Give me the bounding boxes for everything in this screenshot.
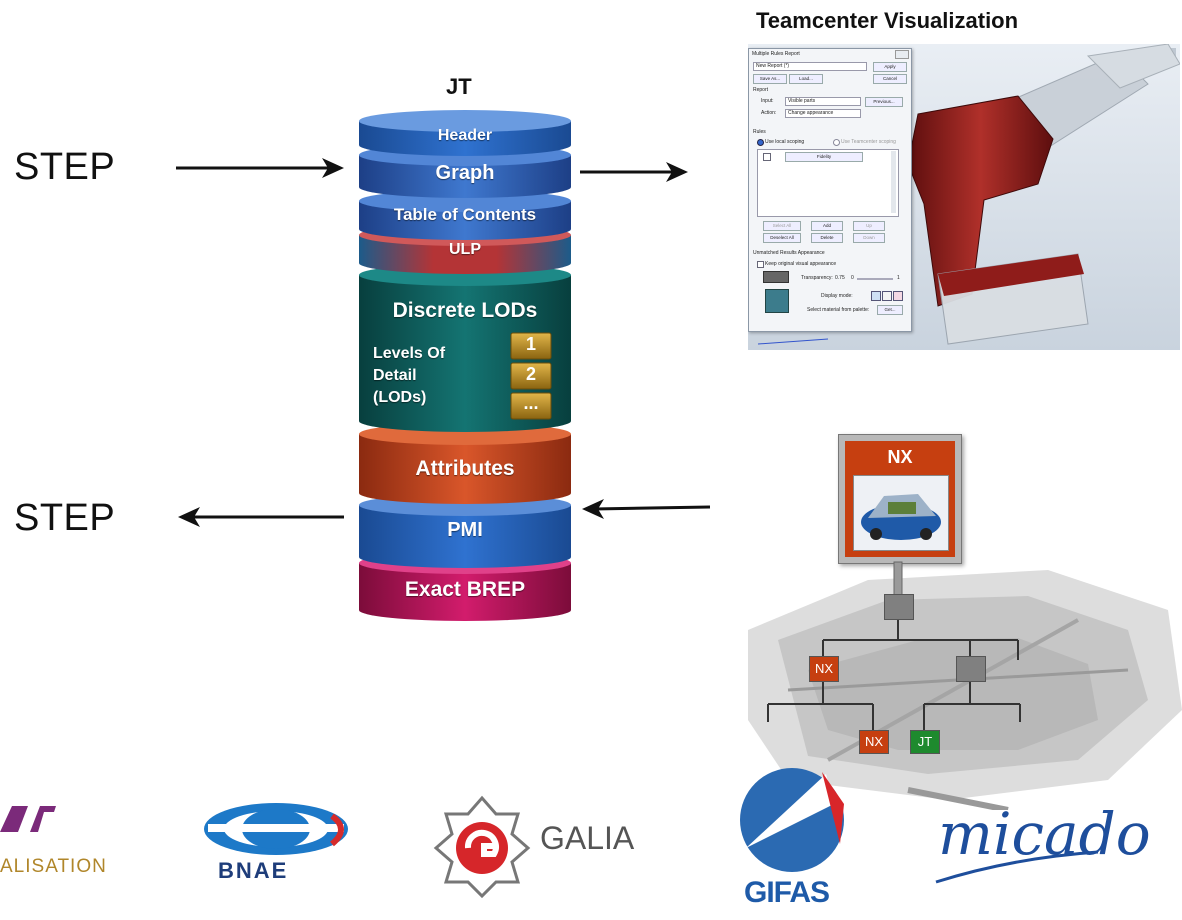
galia-logo-text: GALIA: [540, 820, 635, 856]
transparency-label: Transparency:: [801, 275, 833, 281]
graph-label: Graph: [435, 162, 495, 184]
teamcenter-screenshot: Multiple Rules Report New Report (*) App…: [748, 44, 1180, 350]
load-button[interactable]: Load...: [789, 74, 823, 84]
discrete-lods-label: Discrete LODs: [392, 299, 538, 322]
lod-badge-2-text: 2: [525, 364, 536, 384]
galia-logo-mark: [433, 795, 531, 899]
transparency-max: 1: [897, 275, 900, 281]
display-mode-label: Display mode:: [821, 293, 853, 299]
pmi-label: PMI: [447, 519, 483, 541]
rule-fidelity-item[interactable]: Fidelity: [785, 152, 863, 162]
keep-original-checkbox[interactable]: [757, 261, 764, 268]
tc-scoping-radio[interactable]: [833, 139, 840, 146]
jt-stack-title: JT: [446, 74, 472, 99]
jt-stack-diagram: [359, 110, 571, 621]
dialog-close-button[interactable]: [895, 50, 909, 59]
display-mode-wire-icon[interactable]: [882, 291, 892, 301]
dialog-title: Multiple Rules Report: [752, 51, 800, 57]
display-mode-hidden-icon[interactable]: [893, 291, 903, 301]
assembly-tree-lines: [767, 561, 1021, 730]
partial-logo-text: ALISATION: [0, 856, 107, 877]
nx-sign: NX: [838, 434, 962, 564]
nx-car-thumbnail: [853, 475, 949, 551]
attributes-label: Attributes: [415, 457, 515, 480]
transparency-min: 0: [851, 275, 854, 281]
nx-sign-label: NX: [887, 447, 913, 467]
bnae-logo: [204, 803, 348, 855]
down-button[interactable]: Down: [853, 233, 885, 243]
lod-text-line1: Levels Of: [373, 345, 446, 362]
color-swatch[interactable]: [763, 271, 789, 283]
bnae-logo-text: BNAE: [218, 858, 289, 883]
lod-badge-3-text: ...: [523, 393, 539, 413]
multiple-rules-dialog: Multiple Rules Report New Report (*) App…: [748, 48, 912, 332]
get-material-button[interactable]: Get...: [877, 305, 903, 315]
step-input-label: STEP: [14, 146, 116, 188]
local-scoping-radio[interactable]: [757, 139, 764, 146]
keep-original-label: Keep original visual appearance: [765, 261, 837, 267]
select-material-label: Select material from palette:: [807, 307, 870, 313]
lod-badge-2: [510, 362, 552, 390]
lod-text-line3: (LODs): [373, 389, 427, 406]
step-to-jt-arrow: [176, 158, 344, 178]
input-select[interactable]: Visible parts: [785, 97, 861, 106]
teamcenter-title: Teamcenter Visualization: [756, 8, 1019, 33]
car-icon: [861, 494, 941, 540]
transparency-slider[interactable]: [857, 278, 893, 280]
jt-to-visualization-arrow: [580, 162, 688, 182]
micado-logo-swoosh: [935, 850, 1099, 884]
local-scoping-label: Use local scoping: [765, 139, 805, 145]
tc-scoping-label: Use Teamcenter scoping: [841, 139, 896, 145]
action-label: Action:: [761, 110, 777, 116]
nx-to-jt-arrow: [582, 499, 711, 519]
header-label: Header: [437, 127, 493, 144]
lod-text-line2: Detail: [373, 367, 417, 384]
tree-leaf-nx: NX: [859, 730, 889, 754]
jt-stack-labels: Header Graph Table of Contents ULP Discr…: [359, 95, 571, 635]
display-mode-shaded-icon[interactable]: [871, 291, 881, 301]
report-section-label: Report: [753, 87, 769, 93]
step-output-label: STEP: [14, 497, 116, 539]
tree-node-gray: [956, 656, 986, 682]
cancel-button[interactable]: Cancel: [873, 74, 907, 84]
tree-leaf-jt: JT: [910, 730, 940, 754]
rules-scrollbar[interactable]: [891, 151, 896, 213]
deselect-all-button[interactable]: Deselect All: [763, 233, 801, 243]
lod-badge-1-text: 1: [525, 334, 536, 354]
jt-to-step-arrow: [178, 507, 344, 527]
ulp-label: ULP: [449, 241, 481, 258]
gifas-logo-mark: [740, 768, 844, 872]
partial-logo-mark: [0, 806, 56, 832]
lod-badge-1: [510, 332, 552, 360]
apply-button[interactable]: Apply: [873, 62, 907, 72]
car-structure-background: [748, 560, 1182, 810]
car-wireframe-graphic: [748, 560, 1182, 810]
action-select[interactable]: Change appearance: [785, 109, 861, 118]
rules-section-label: Rules: [753, 129, 766, 135]
transparency-value[interactable]: 0.75: [835, 275, 845, 281]
unmatched-section-label: Unmatched Results Appearance: [753, 250, 825, 256]
up-button[interactable]: Up: [853, 221, 885, 231]
select-all-button[interactable]: Select All: [763, 221, 801, 231]
previous-button[interactable]: Previous...: [865, 97, 903, 107]
layer-header: [359, 110, 571, 156]
tree-node-nx: NX: [809, 656, 839, 682]
exact-brep-label: Exact BREP: [404, 578, 526, 601]
material-preview: [765, 289, 789, 313]
report-select[interactable]: New Report (*): [753, 62, 867, 71]
lod-badge-3: [510, 392, 552, 420]
toc-label: Table of Contents: [393, 205, 537, 224]
delete-button[interactable]: Delete: [811, 233, 843, 243]
input-label: Input:: [761, 98, 774, 104]
save-as-button[interactable]: Save As...: [753, 74, 787, 84]
add-button[interactable]: Add: [811, 221, 843, 231]
gifas-logo-text: GIFAS: [744, 876, 830, 909]
tree-root-node: [884, 594, 914, 620]
rule-checkbox[interactable]: [763, 153, 771, 161]
